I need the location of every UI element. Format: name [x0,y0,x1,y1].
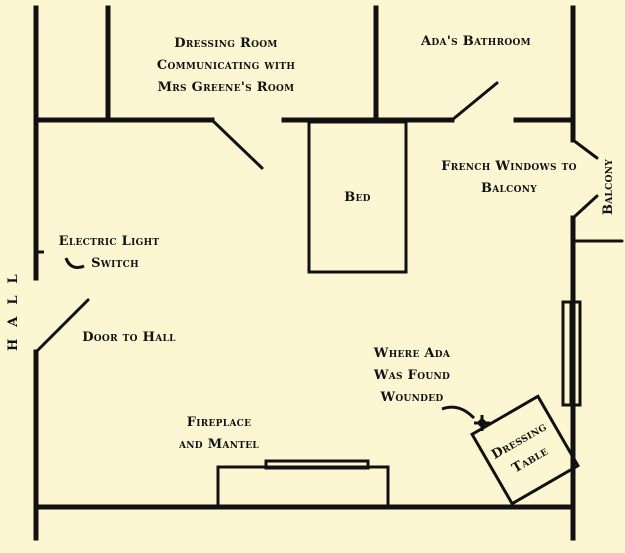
light-switch-label-line-1: Electric Light [58,234,160,249]
light-switch-label: Electric Light Switch [48,231,170,275]
mantel [264,459,370,470]
balcony-label: Balcony [598,137,620,237]
balcony-label-text: Balcony [601,158,616,216]
fireplace-label-line-2: and Mantel [178,437,260,452]
light-switch-label-line-2: Switch [91,256,139,271]
hall-label-text: HALL [6,262,21,351]
fireplace-label: Fireplace and Mantel [164,412,274,456]
dressing-room-door [210,118,264,170]
where-ada-found-label: Where Ada Was Found Wounded [356,343,468,409]
french-windows-label-line-2: Balcony [480,181,538,196]
light-switch-pointer [64,257,85,270]
french-window-upper [571,138,599,160]
door-to-hall-label: Door to Hall [66,327,192,349]
adas-bathroom-label-text: Ada's Bathroom [421,34,531,49]
door-to-hall-label-text: Door to Hall [82,330,176,345]
dressing-room-label-line-1: Dressing Room [174,36,278,51]
bed [307,120,408,274]
bed-label-text: Bed [344,190,371,205]
fireplace-label-line-1: Fireplace [186,415,252,430]
hall-label: HALL [3,262,25,351]
found-pointer [441,405,476,420]
french-windows-label: French Windows to Balcony [426,156,592,200]
dressing-room-label: Dressing Room Communicating with Mrs Gre… [128,33,324,99]
bed-label: Bed [309,187,406,209]
where-ada-found-line-1: Where Ada [373,346,451,361]
where-ada-found-line-3: Wounded [380,390,444,405]
adas-bathroom-label: Ada's Bathroom [404,31,548,53]
dressing-room-label-line-3: Mrs Greene's Room [157,80,295,95]
french-window-lower [571,194,599,220]
french-windows-label-line-1: French Windows to [441,159,577,174]
where-ada-found-line-2: Was Found [373,368,451,383]
fireplace [216,465,390,509]
hall-door [34,298,90,354]
dressing-table [470,394,580,506]
bathroom-door [450,81,499,122]
found-mark [474,415,490,431]
dressing-room-label-line-2: Communicating with [156,58,296,73]
